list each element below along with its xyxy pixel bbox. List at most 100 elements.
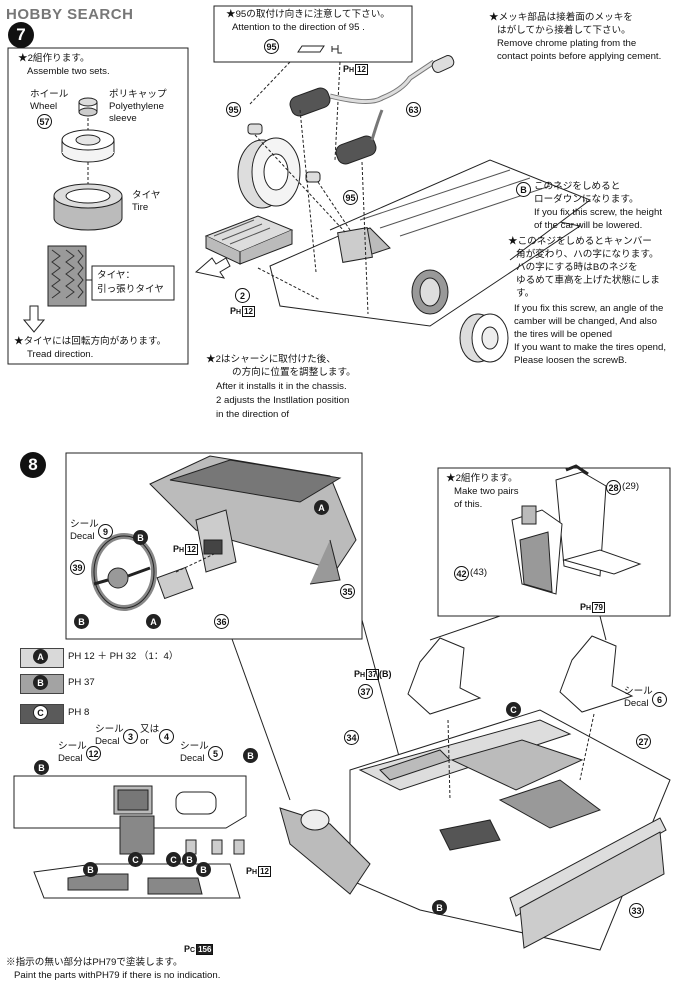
swatch-a-label: PH 12 ＋ PH 32 （1：4） <box>68 651 179 662</box>
part-36: 36 <box>214 614 229 629</box>
camber-jp4: ゆるめて車高を上げた状態にしま <box>516 275 660 286</box>
part-3: 3 <box>123 729 138 744</box>
rear-wheel-drawing <box>237 137 301 209</box>
part2-drawing <box>204 215 294 265</box>
part-4: 4 <box>159 729 174 744</box>
part-43: 43 <box>473 567 484 578</box>
decal9-jp: シール <box>70 519 99 530</box>
step8-badge: 8 <box>20 452 46 478</box>
footer-note-jp: ※指示の無い部分はPH79で塗装します。 <box>6 957 183 968</box>
tread-note-jp: ★タイヤには回転方向があります。 <box>14 336 167 347</box>
camber-en5: Please loosen the screwB. <box>514 355 628 366</box>
decal12-en: Decal <box>58 753 83 764</box>
chrome-note-jp1: ★メッキ部品は接着面のメッキを <box>489 12 633 23</box>
part-95-note: 95 <box>264 39 279 54</box>
swatch-a-letter: A <box>33 649 48 664</box>
chassis-note-en3: in the direction of <box>216 409 290 420</box>
decal3-en: Decal <box>95 736 120 747</box>
decal5-en: Decal <box>180 753 205 764</box>
screw-b-en1: If you fix this screw, the height <box>534 207 662 218</box>
decal9-en: Decal <box>70 531 95 542</box>
dashboard-drawing <box>149 455 357 585</box>
wheel-label-jp: ホイール <box>30 89 69 100</box>
part95-note-box <box>213 5 413 63</box>
adjust-arrow <box>194 257 231 279</box>
part-57: 57 <box>37 114 52 129</box>
color-c-tub: C <box>506 702 521 717</box>
camber-en1: If you fix this screw, an angle of the <box>514 303 664 314</box>
tire-label-jp: タイヤ <box>132 190 161 201</box>
seats-note-en2: of this. <box>454 499 483 510</box>
footer-note-en: Paint the parts withPH79 if there is no … <box>14 970 221 981</box>
camber-jp5: す。 <box>516 288 535 299</box>
color-c-dash-a: C <box>128 852 143 867</box>
screw-b-marker: B <box>516 182 531 197</box>
color-c-dash-b: C <box>166 852 181 867</box>
dash-panels-drawing <box>13 775 247 899</box>
color-b-dash-left: B <box>34 760 49 775</box>
tread-direction-arrow <box>22 305 46 333</box>
decal12-jp: シール <box>58 741 87 752</box>
color-a-dash: A <box>314 500 329 515</box>
color-a-column: A <box>146 614 161 629</box>
chassis-note-en2: 2 adjusts the Instllation position <box>216 395 350 406</box>
tire-label-box <box>91 265 175 301</box>
exhaust-drawing <box>247 55 455 183</box>
seats-note-jp: ★2組作ります。 <box>446 473 518 484</box>
part-28: 28 <box>606 480 621 495</box>
tire-label-en: Tire <box>132 202 149 213</box>
part-12: 12 <box>86 746 101 761</box>
screw-b-jp2: ローダウンになります。 <box>534 194 639 205</box>
color-b-door-right: B <box>196 862 211 877</box>
chassis-note-jp1: ★2はシャーシに取付けた後、 <box>206 354 336 365</box>
decal3-or-jp: 又は <box>140 724 160 735</box>
tire-box-jp2: 引っ張りタイヤ <box>97 284 164 295</box>
assemble-two-en: Assemble two sets. <box>27 66 110 77</box>
part-34: 34 <box>344 730 359 745</box>
part-35: 35 <box>340 584 355 599</box>
part-27: 27 <box>636 734 651 749</box>
seats-note-en1: Make two pairs <box>454 486 519 497</box>
swatch-c-letter: C <box>33 705 48 720</box>
decal3-or-en: or <box>140 736 149 747</box>
chrome-note-en1: Remove chrome plating from the <box>497 38 637 49</box>
steering-wheel-drawing <box>91 533 215 611</box>
sleeve-label-en1: Polyethylene <box>109 101 164 112</box>
decal6-jp: シール <box>624 686 653 697</box>
part-9: 9 <box>98 524 113 539</box>
part-42: 42 <box>454 566 469 581</box>
wheel-drawing <box>61 97 115 184</box>
screw-b-jp1: このネジをしめると <box>534 181 621 192</box>
part95-note-en: Attention to the direction of 95 . <box>232 22 365 33</box>
front-seats-drawing <box>407 635 634 801</box>
swatch-b-letter: B <box>33 675 48 690</box>
tire-drawing <box>53 183 123 231</box>
screw-b-en2: of the car will be lowered. <box>534 220 643 231</box>
chassis-note-jp2: の方向に位置を調整します。 <box>232 367 356 378</box>
swatch-c-label: PH 8 <box>68 707 90 718</box>
tread-pattern <box>47 245 87 307</box>
part-95-a: 95 <box>226 102 241 117</box>
color-b-door-left: B <box>83 862 98 877</box>
chassis-note-en1: After it installs it in the chassis. <box>216 381 347 392</box>
part-43-paren: (43) <box>470 567 488 578</box>
decal3-jp: シール <box>95 724 124 735</box>
part-33: 33 <box>629 903 644 918</box>
chrome-note-en2: contact points before applying cement. <box>497 51 662 62</box>
interior-tub-drawing <box>279 709 671 951</box>
seat-pair-drawing <box>511 464 642 595</box>
decal5-jp: シール <box>180 741 209 752</box>
color-b-steering: B <box>133 530 148 545</box>
step7-badge: 7 <box>8 22 34 48</box>
tread-note-en: Tread direction. <box>27 349 94 360</box>
part-2: 2 <box>235 288 250 303</box>
part-37: 37 <box>358 684 373 699</box>
camber-jp1: ★このネジをしめるとキャンバー <box>508 236 652 247</box>
color-b-wheel: B <box>74 614 89 629</box>
